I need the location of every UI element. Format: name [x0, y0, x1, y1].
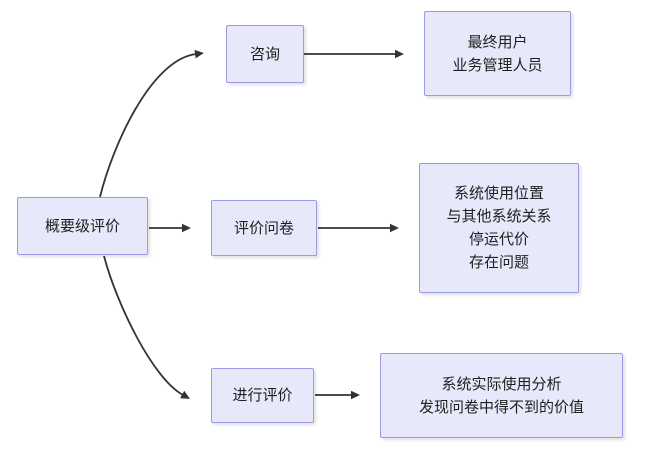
- node-consult-output[interactable]: 最终用户 业务管理人员: [424, 11, 571, 96]
- node-root[interactable]: 概要级评价: [17, 197, 148, 255]
- node-consult-output-label: 最终用户 业务管理人员: [452, 33, 543, 74]
- node-evaluate[interactable]: 进行评价: [211, 368, 314, 423]
- node-evaluate-output-label: 系统实际使用分析 发现问卷中得不到的价值: [418, 375, 584, 416]
- node-consult-label: 咨询: [249, 45, 280, 63]
- node-evaluate-output[interactable]: 系统实际使用分析 发现问卷中得不到的价值: [380, 353, 623, 438]
- node-questionnaire-output-label: 系统使用位置 与其他系统关系 停运代价 存在问题: [446, 185, 552, 271]
- node-evaluate-label: 进行评价: [232, 387, 293, 404]
- node-root-label: 概要级评价: [44, 217, 120, 235]
- node-questionnaire-label: 评价问卷: [233, 219, 294, 237]
- node-consult[interactable]: 咨询: [226, 25, 304, 83]
- node-questionnaire-output[interactable]: 系统使用位置 与其他系统关系 停运代价 存在问题: [419, 163, 579, 293]
- node-questionnaire[interactable]: 评价问卷: [211, 200, 317, 256]
- edge-root-to-consult: [99, 49, 204, 198]
- edge-root-to-evaluate: [103, 255, 191, 399]
